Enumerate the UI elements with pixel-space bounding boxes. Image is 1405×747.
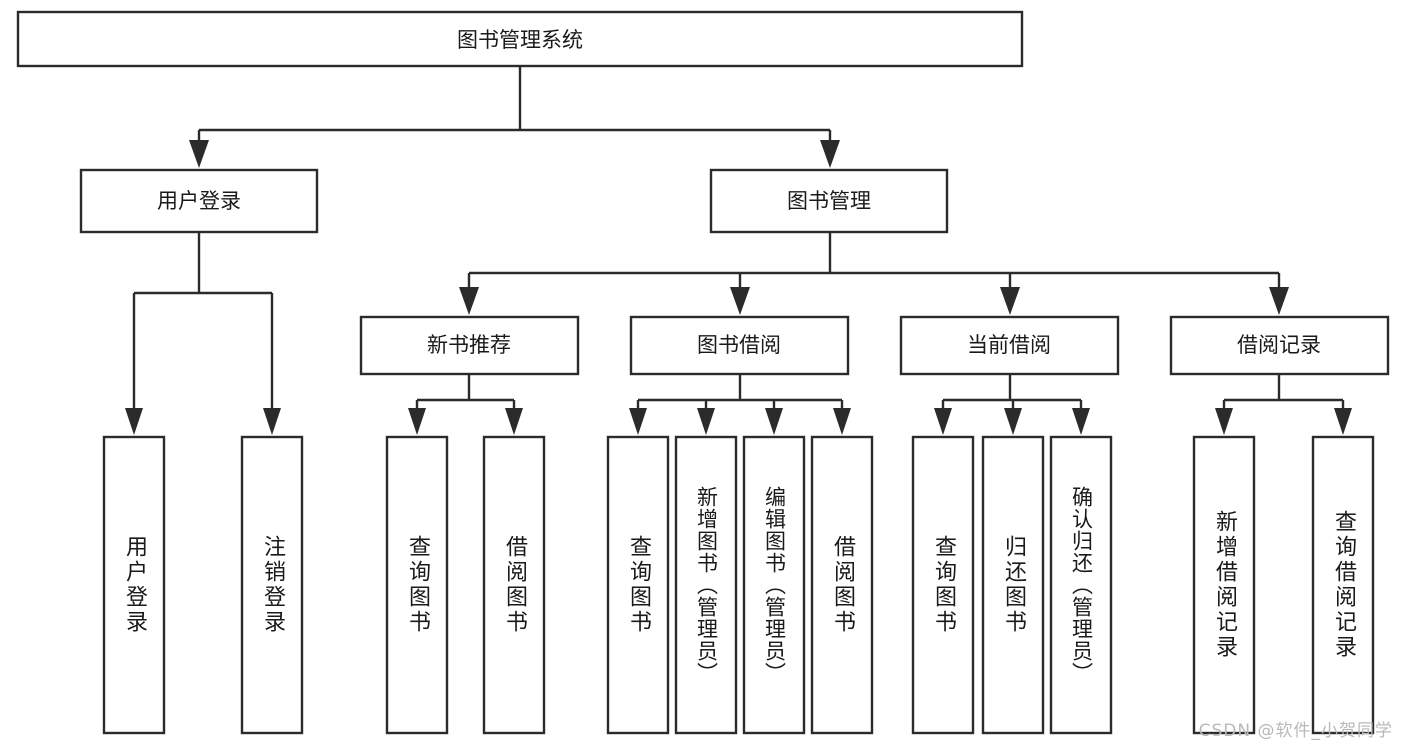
arrowhead-to-leaf-2 bbox=[263, 408, 281, 435]
leaf-box-group bbox=[102, 435, 1375, 735]
leaf-box-8[interactable] bbox=[810, 435, 874, 735]
node-borrow-record[interactable]: 借阅记录 bbox=[1169, 315, 1390, 376]
arrowhead-to-leaf-7 bbox=[765, 408, 783, 435]
leaf-box-12[interactable] bbox=[1192, 435, 1256, 735]
node-current-borrow-label: 当前借阅 bbox=[967, 333, 1051, 357]
node-borrow-record-box[interactable] bbox=[1169, 315, 1390, 376]
watermark-text: CSDN @软件_小贺同学 bbox=[1198, 721, 1393, 741]
arrowhead-to-borrow bbox=[730, 287, 750, 315]
node-new-book-recommend-box[interactable] bbox=[359, 315, 580, 376]
node-root[interactable]: 图书管理系统 bbox=[16, 10, 1024, 68]
node-user-login[interactable]: 用户登录 bbox=[79, 168, 319, 234]
arrowhead-to-newbook bbox=[459, 287, 479, 315]
node-book-management[interactable]: 图书管理 bbox=[709, 168, 949, 234]
node-current-borrow-box[interactable] bbox=[899, 315, 1120, 376]
node-current-borrow[interactable]: 当前借阅 bbox=[899, 315, 1120, 376]
node-new-book-recommend-label: 新书推荐 bbox=[427, 333, 511, 357]
leaf-box-9[interactable] bbox=[911, 435, 975, 735]
node-user-login-box[interactable] bbox=[79, 168, 319, 234]
arrowhead-to-user-login bbox=[189, 140, 209, 168]
node-book-management-box[interactable] bbox=[709, 168, 949, 234]
arrowhead-to-current bbox=[1000, 287, 1020, 315]
leaf-box-1[interactable] bbox=[102, 435, 166, 735]
arrowhead-to-record bbox=[1269, 287, 1289, 315]
node-book-management-label: 图书管理 bbox=[787, 189, 871, 213]
arrowhead-to-leaf-12 bbox=[1215, 408, 1233, 435]
leaf-box-7[interactable] bbox=[742, 435, 806, 735]
arrowhead-to-leaf-10 bbox=[1004, 408, 1022, 435]
node-book-borrow-box[interactable] bbox=[629, 315, 850, 376]
node-book-borrow[interactable]: 图书借阅 bbox=[629, 315, 850, 376]
leaf-box-6[interactable] bbox=[674, 435, 738, 735]
leaf-box-11[interactable] bbox=[1049, 435, 1113, 735]
arrowhead-to-leaf-4 bbox=[505, 408, 523, 435]
node-user-login-label: 用户登录 bbox=[157, 189, 241, 213]
node-root-box[interactable] bbox=[16, 10, 1024, 68]
connector-group bbox=[132, 66, 1345, 408]
arrowhead-to-leaf-11 bbox=[1072, 408, 1090, 435]
node-book-borrow-label: 图书借阅 bbox=[697, 333, 781, 357]
arrowhead-to-leaf-6 bbox=[697, 408, 715, 435]
arrowhead-group bbox=[125, 140, 1352, 435]
arrowhead-to-book-mgmt bbox=[820, 140, 840, 168]
arrowhead-to-leaf-3 bbox=[408, 408, 426, 435]
leaf-box-13[interactable] bbox=[1311, 435, 1375, 735]
arrowhead-to-leaf-8 bbox=[833, 408, 851, 435]
leaf-box-4[interactable] bbox=[482, 435, 546, 735]
leaf-box-5[interactable] bbox=[606, 435, 670, 735]
leaf-box-10[interactable] bbox=[981, 435, 1045, 735]
arrowhead-to-leaf-13 bbox=[1334, 408, 1352, 435]
node-new-book-recommend[interactable]: 新书推荐 bbox=[359, 315, 580, 376]
arrowhead-to-leaf-5 bbox=[629, 408, 647, 435]
node-borrow-record-label: 借阅记录 bbox=[1237, 333, 1321, 357]
arrowhead-to-leaf-1 bbox=[125, 408, 143, 435]
leaf-box-2[interactable] bbox=[240, 435, 304, 735]
arrowhead-to-leaf-9 bbox=[934, 408, 952, 435]
node-root-label: 图书管理系统 bbox=[457, 28, 583, 52]
leaf-box-3[interactable] bbox=[385, 435, 449, 735]
